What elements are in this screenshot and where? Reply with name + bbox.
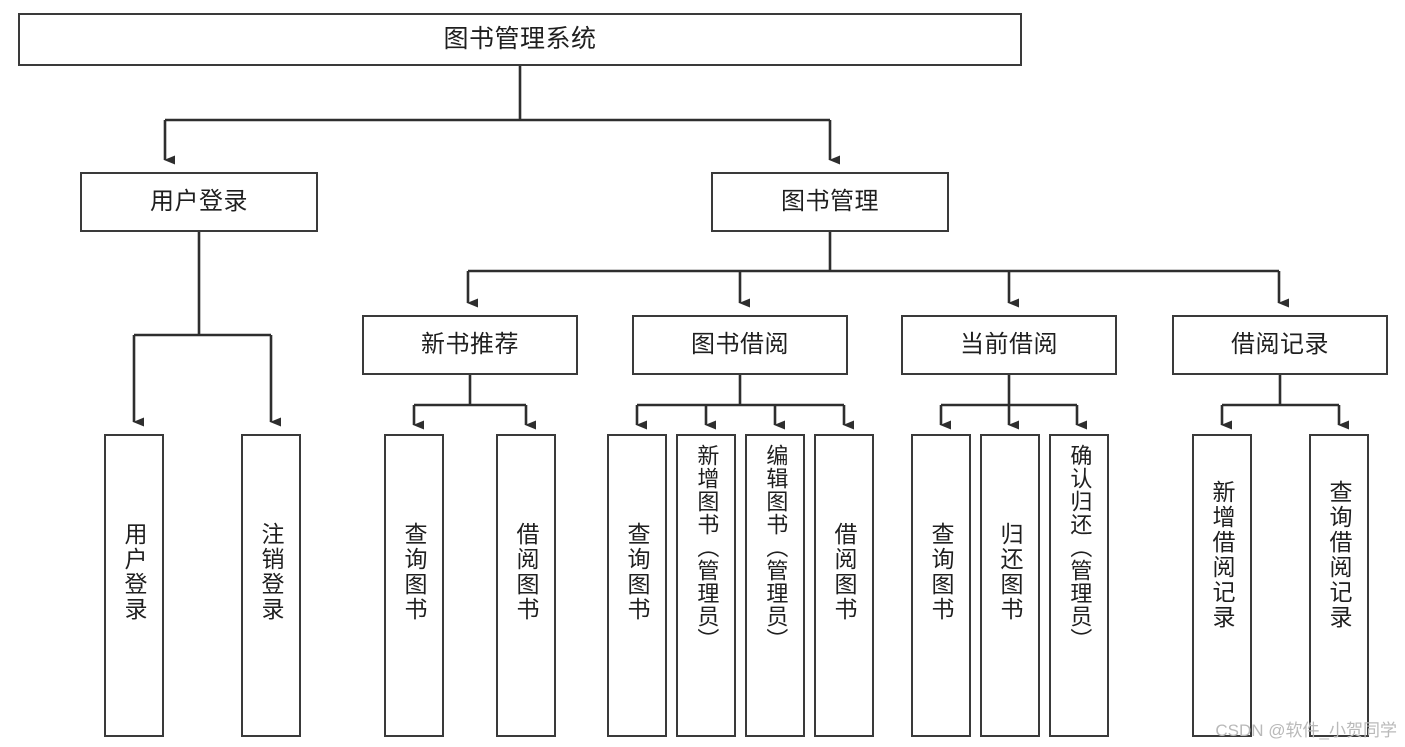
node-label: 注销登录 <box>258 522 285 622</box>
leaf-user-login[interactable]: 用户登录 <box>104 434 164 737</box>
node-label: 归还图书 <box>997 522 1024 622</box>
node-label: 借阅记录 <box>1231 330 1329 358</box>
leaf-edit-book-admin[interactable]: 编辑图书（管理员） <box>745 434 805 737</box>
node-label: 新增图书（管理员） <box>694 444 720 651</box>
node-label: 查询图书 <box>624 522 651 622</box>
leaf-add-borrowing-record[interactable]: 新增借阅记录 <box>1192 434 1252 737</box>
node-label: 编辑图书（管理员） <box>763 444 789 651</box>
node-book-borrowing[interactable]: 图书借阅 <box>632 315 848 375</box>
leaf-query-book-current[interactable]: 查询图书 <box>911 434 971 737</box>
node-label: 用户登录 <box>150 187 248 215</box>
node-label: 图书管理系统 <box>443 24 597 53</box>
node-label: 查询图书 <box>401 522 428 622</box>
node-current-borrowing[interactable]: 当前借阅 <box>901 315 1117 375</box>
leaf-query-book-borrowing[interactable]: 查询图书 <box>607 434 667 737</box>
node-book-management[interactable]: 图书管理 <box>711 172 949 232</box>
leaf-confirm-return-admin[interactable]: 确认归还（管理员） <box>1049 434 1109 737</box>
leaf-query-book-recommend[interactable]: 查询图书 <box>384 434 444 737</box>
node-user-login[interactable]: 用户登录 <box>80 172 318 232</box>
node-label: 当前借阅 <box>960 330 1058 358</box>
node-label: 借阅图书 <box>513 522 540 622</box>
node-new-book-recommendation[interactable]: 新书推荐 <box>362 315 578 375</box>
node-borrowing-record[interactable]: 借阅记录 <box>1172 315 1388 375</box>
leaf-borrow-book-borrowing[interactable]: 借阅图书 <box>814 434 874 737</box>
csdn-watermark: CSDN @软件_小贺同学 <box>1215 721 1397 740</box>
node-label: 用户登录 <box>121 522 148 622</box>
node-label: 借阅图书 <box>831 522 858 622</box>
leaf-add-book-admin[interactable]: 新增图书（管理员） <box>676 434 736 737</box>
leaf-return-book[interactable]: 归还图书 <box>980 434 1040 737</box>
node-label: 图书管理 <box>781 187 879 215</box>
node-label: 确认归还（管理员） <box>1067 444 1093 651</box>
leaf-borrow-book-recommend[interactable]: 借阅图书 <box>496 434 556 737</box>
node-label: 新增借阅记录 <box>1209 480 1236 630</box>
node-label: 查询借阅记录 <box>1326 480 1353 630</box>
node-label: 图书借阅 <box>691 330 789 358</box>
leaf-query-borrowing-record[interactable]: 查询借阅记录 <box>1309 434 1369 737</box>
node-label: 查询图书 <box>928 522 955 622</box>
node-root-book-management-system[interactable]: 图书管理系统 <box>18 13 1022 66</box>
leaf-logout-login[interactable]: 注销登录 <box>241 434 301 737</box>
node-label: 新书推荐 <box>421 330 519 358</box>
